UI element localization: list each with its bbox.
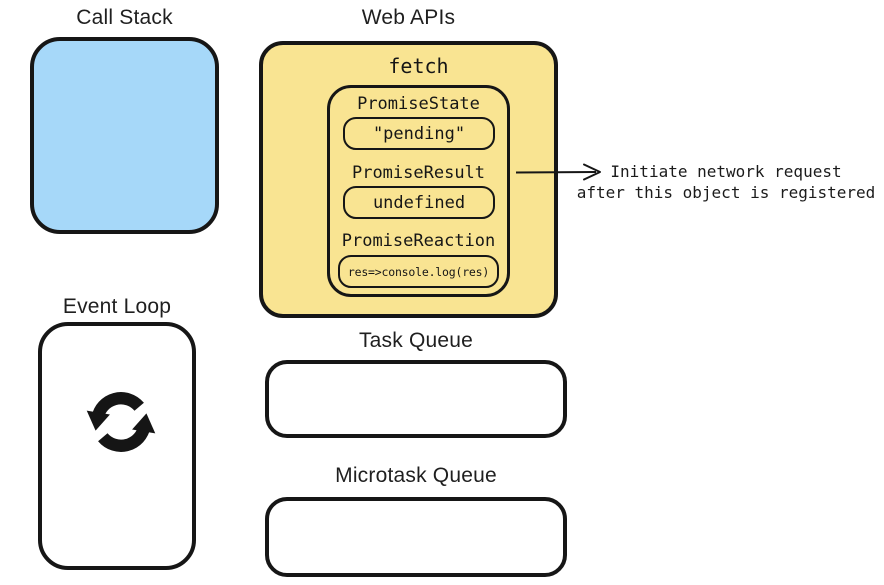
cycle-arrows-icon xyxy=(86,392,156,452)
call-stack-box xyxy=(30,37,219,234)
promise-reaction-label: PromiseReaction xyxy=(341,231,496,251)
microtask-queue-box xyxy=(265,497,567,577)
promise-state-label: PromiseState xyxy=(357,94,480,114)
promise-object-box: PromiseState "pending" PromiseResult und… xyxy=(327,85,510,297)
promise-state-value-box: "pending" xyxy=(343,117,495,150)
event-loop-title: Event Loop xyxy=(62,295,172,318)
web-apis-title: Web APIs xyxy=(361,6,456,29)
promise-state-value: "pending" xyxy=(372,123,466,144)
arrow-annotation: Initiate network request after this obje… xyxy=(570,161,882,203)
microtask-queue-title: Microtask Queue xyxy=(335,464,497,487)
promise-result-value-box: undefined xyxy=(343,186,495,219)
web-apis-box: fetch PromiseState "pending" PromiseResu… xyxy=(259,41,558,318)
annotation-line-2: after this object is registered xyxy=(576,183,876,202)
promise-result-label: PromiseResult xyxy=(351,163,486,183)
promise-reaction-value: res=>console.log(res) xyxy=(347,264,490,279)
promise-reaction-value-box: res=>console.log(res) xyxy=(338,255,499,288)
task-queue-title: Task Queue xyxy=(358,329,474,352)
call-stack-title: Call Stack xyxy=(76,6,173,29)
fetch-function-label: fetch xyxy=(388,54,449,78)
task-queue-box xyxy=(265,360,567,438)
promise-result-value: undefined xyxy=(372,192,466,213)
annotation-line-1: Initiate network request xyxy=(610,162,842,181)
